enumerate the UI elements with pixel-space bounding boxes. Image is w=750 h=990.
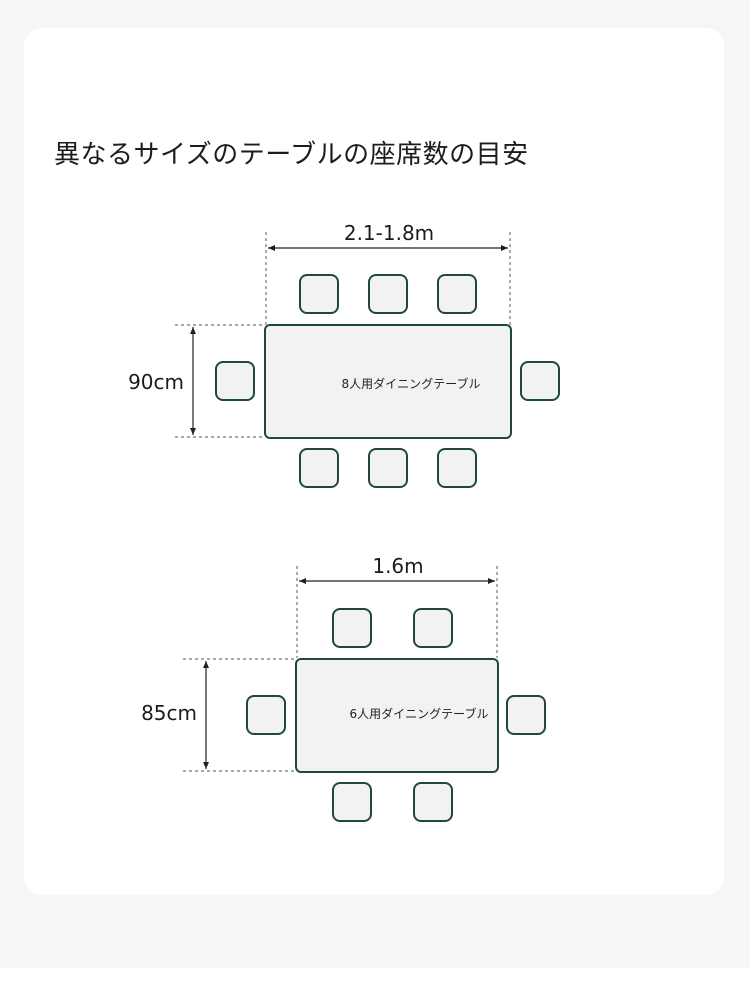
chair-right (520, 361, 560, 401)
chair-top-2 (368, 274, 408, 314)
footer-strip (0, 968, 750, 990)
depth-label: 90cm (128, 370, 184, 394)
chair-bottom-2 (368, 448, 408, 488)
chair-right (506, 695, 546, 735)
layout-8-seat: 2.1-1.8m 90cm 8人用ダイニングテーブル (128, 221, 560, 488)
chair-bottom-3 (437, 448, 477, 488)
chair-left (215, 361, 255, 401)
dining-table-8 (264, 324, 512, 439)
chair-top-3 (437, 274, 477, 314)
table-label: 8人用ダイニングテーブル (342, 376, 481, 391)
layout-6-seat: 1.6m 85cm 6人用ダイニングテーブル (141, 554, 546, 822)
chair-top-1 (332, 608, 372, 648)
depth-label: 85cm (141, 701, 197, 725)
width-label: 2.1-1.8m (344, 221, 434, 245)
chair-bottom-1 (299, 448, 339, 488)
chair-top-1 (299, 274, 339, 314)
chair-top-2 (413, 608, 453, 648)
width-label: 1.6m (372, 554, 423, 578)
chair-bottom-1 (332, 782, 372, 822)
page-title: 異なるサイズのテーブルの座席数の目安 (54, 140, 529, 170)
dining-table-6 (295, 658, 499, 773)
table-label: 6人用ダイニングテーブル (350, 706, 489, 721)
chair-left (246, 695, 286, 735)
chair-bottom-2 (413, 782, 453, 822)
